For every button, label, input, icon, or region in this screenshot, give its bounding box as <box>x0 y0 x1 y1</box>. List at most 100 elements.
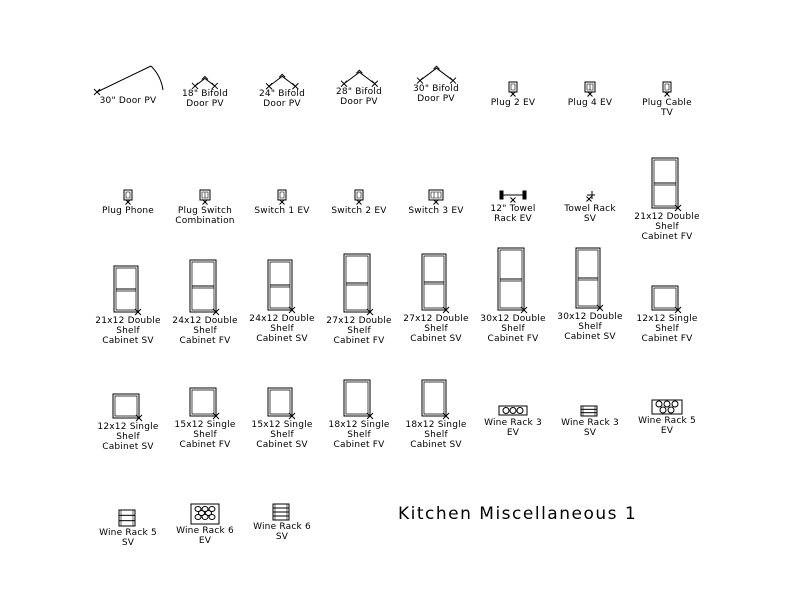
symbol-label-line: Plug Switch <box>177 206 233 216</box>
symbol-label-line: EV <box>506 428 520 438</box>
symbol-label-line: 18x12 Single <box>328 420 390 430</box>
symbol-label-line: EV <box>660 426 674 436</box>
symbol-label-line: Cabinet FV <box>333 336 385 346</box>
symbol-label-line: Wine Rack 6 <box>176 526 234 536</box>
symbol-label-line: Cabinet FV <box>487 334 539 344</box>
symbol-label-line: Shelf <box>655 222 679 232</box>
symbol-label-line: 24x12 Double <box>172 316 238 326</box>
symbol-label-line: Cabinet FV <box>641 232 693 242</box>
plug-phone-icon <box>118 188 138 206</box>
sheet-title: Kitchen Miscellaneous 1 <box>398 504 638 524</box>
wine-rack-6-ev-icon <box>189 502 221 526</box>
wine-rack-5-ev-icon <box>650 398 684 416</box>
cab-18-single-sv-icon <box>420 378 452 420</box>
symbol-label-line: TV <box>660 108 674 118</box>
symbol-label-line: Plug Phone <box>101 206 155 216</box>
cab-30-double-sv-icon <box>574 246 606 312</box>
symbol-label-line: 27x12 Double <box>326 316 392 326</box>
symbol-label-line: Rack EV <box>494 214 532 224</box>
switch-2-ev-icon <box>349 188 369 206</box>
switch-1-ev-icon <box>272 188 292 206</box>
switch-3-ev-icon <box>426 188 446 206</box>
cab-21-double-fv-icon <box>650 156 684 212</box>
symbol-label-line: Shelf <box>193 430 217 440</box>
symbol-label-line: Cabinet SV <box>410 334 462 344</box>
symbol-label-line: 21x12 Double <box>95 316 161 326</box>
symbol-label-line: 18x12 Single <box>405 420 467 430</box>
plug-switch-combo-icon <box>195 188 215 206</box>
symbol-label-line: 30" Bifold <box>412 83 459 94</box>
symbol-label-line: Plug 2 EV <box>490 98 536 108</box>
symbol-switch-1-ev: Switch 1 EV <box>240 188 324 216</box>
cab-12-single-fv-icon <box>650 284 684 314</box>
symbol-label-line: Shelf <box>424 430 448 440</box>
symbol-label-line: SV <box>583 428 597 438</box>
cab-12-single-sv-icon <box>111 392 145 422</box>
symbol-label-line: Combination <box>175 216 235 226</box>
symbol-plug-4-ev: Plug 4 EV <box>548 80 632 108</box>
bifold-18-icon <box>190 74 220 89</box>
symbol-label-line: Cabinet SV <box>564 332 616 342</box>
symbol-switch-2-ev: Switch 2 EV <box>317 188 401 216</box>
symbol-label-line: Cabinet FV <box>333 440 385 450</box>
symbol-label-line: EV <box>198 536 212 546</box>
symbol-label-line: 15x12 Single <box>174 420 236 430</box>
towel-rack-ev-icon <box>496 188 530 204</box>
symbol-label-line: Door PV <box>186 98 224 109</box>
symbol-label-line: Cabinet FV <box>179 440 231 450</box>
symbol-label-line: Plug 4 EV <box>567 98 613 108</box>
cab-27-double-fv-icon <box>342 252 376 316</box>
cab-24-double-fv-icon <box>188 258 222 316</box>
symbol-label-line: Wine Rack 3 <box>484 418 542 428</box>
symbol-label-line: Door PV <box>417 93 455 104</box>
symbol-label-line: Shelf <box>270 324 294 334</box>
symbol-label-line: Wine Rack 5 <box>638 416 696 426</box>
symbol-label-line: 24" Bifold <box>258 89 305 100</box>
bifold-24-icon <box>264 72 300 89</box>
wine-rack-5-sv-icon <box>117 508 139 528</box>
symbol-label-line: 27x12 Double <box>403 314 469 324</box>
cab-15-single-sv-icon <box>266 386 298 420</box>
symbol-label-line: Shelf <box>347 430 371 440</box>
symbol-label-line: Shelf <box>424 324 448 334</box>
symbol-label-line: Towel Rack <box>564 204 616 214</box>
symbol-label-line: Cabinet SV <box>102 442 154 452</box>
symbol-label-line: Door PV <box>263 99 301 110</box>
symbol-label-line: Switch 1 EV <box>254 206 310 216</box>
symbol-label-line: Shelf <box>193 326 217 336</box>
bifold-30-icon <box>415 64 458 84</box>
symbol-label-line: SV <box>275 532 289 542</box>
towel-rack-sv-icon <box>579 188 601 204</box>
symbol-label-line: 12x12 Single <box>97 422 159 432</box>
symbol-label-line: 28" Bifold <box>335 86 382 97</box>
wine-rack-3-sv-icon <box>579 404 601 418</box>
symbol-door-30-pv: 30" Door PV <box>86 58 170 106</box>
cab-24-double-sv-icon <box>266 258 298 314</box>
cab-21-double-sv-icon <box>112 264 144 316</box>
symbol-label-line: 12" Towel <box>490 204 536 214</box>
plug-2-ev-icon <box>503 80 523 98</box>
symbol-label-line: Cabinet FV <box>179 336 231 346</box>
cab-18-single-fv-icon <box>342 378 376 420</box>
symbol-label-line: SV <box>121 538 135 548</box>
symbol-label-line: Shelf <box>347 326 371 336</box>
symbol-label-line: Cabinet SV <box>256 334 308 344</box>
wine-rack-6-sv-icon <box>271 502 293 522</box>
